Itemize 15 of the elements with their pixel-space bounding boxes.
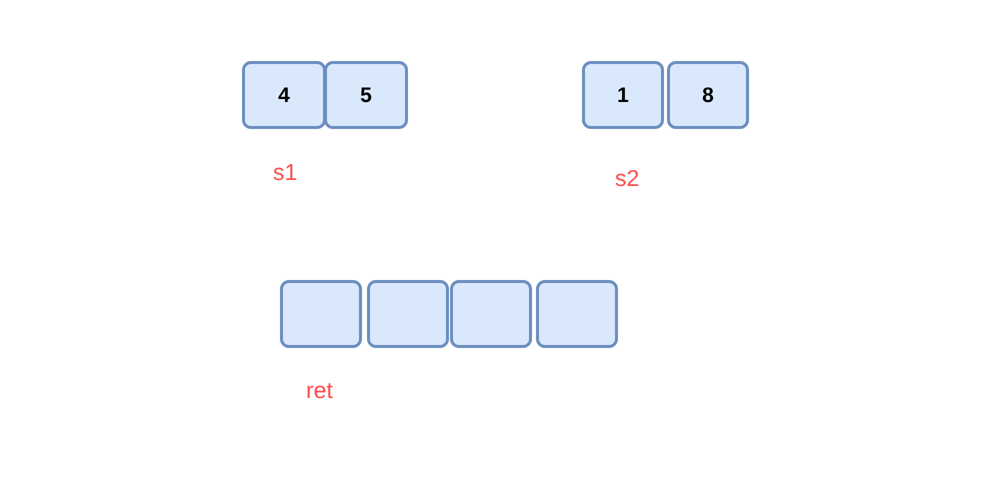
array-slot <box>324 61 408 129</box>
array-name-label: ret <box>306 379 333 402</box>
array-name-label: s1 <box>273 161 298 184</box>
array-slot <box>280 280 362 348</box>
array-slot <box>242 61 326 129</box>
array-slot <box>667 61 749 129</box>
value-text: 8 <box>702 84 714 106</box>
value-text: 1 <box>617 84 629 106</box>
array-name-label: s2 <box>615 167 640 190</box>
value-text: 5 <box>360 84 372 106</box>
value-text: 4 <box>278 84 290 106</box>
array-slot <box>582 61 664 129</box>
array-slot <box>367 280 449 348</box>
array-slot <box>450 280 532 348</box>
array-slot <box>536 280 618 348</box>
